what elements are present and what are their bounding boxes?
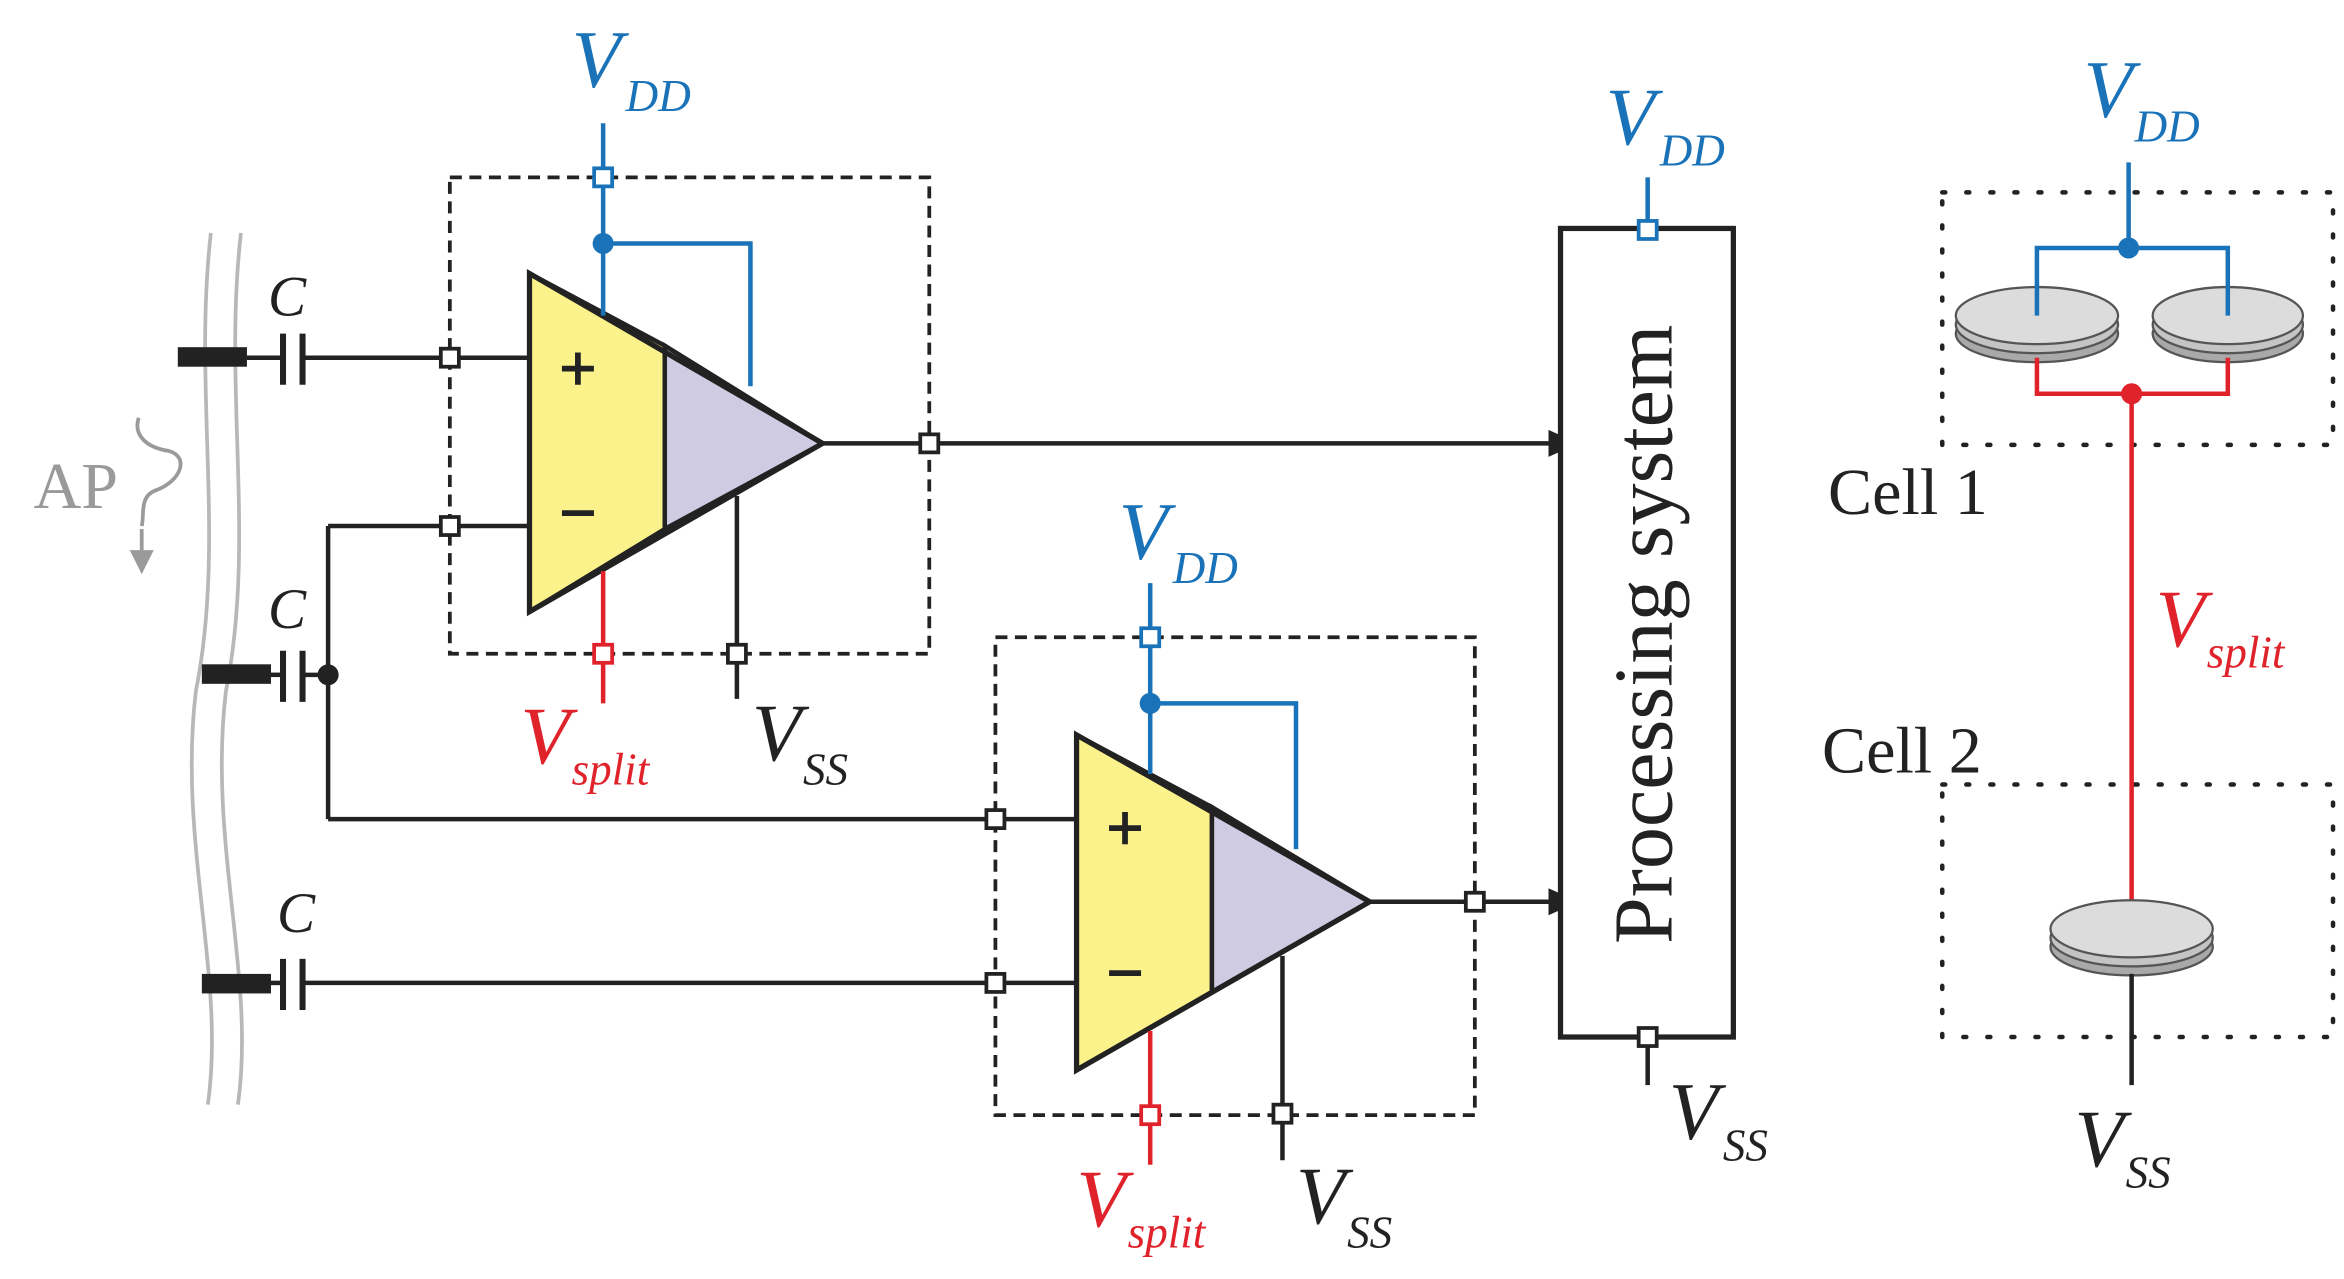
amp1-vsplit-label: V split xyxy=(520,691,650,794)
amp2-vdd-dot xyxy=(1139,692,1161,714)
cell2-region xyxy=(1940,782,2336,1040)
amp1-output-stage xyxy=(662,341,828,533)
cap3-label: C xyxy=(277,882,316,945)
action-potential-arrow xyxy=(135,417,183,560)
amp1-out-terminal xyxy=(918,432,941,455)
amp1-vdd-dot xyxy=(592,232,614,254)
cap2-junction-dot xyxy=(317,664,339,686)
cell-vsplit-dot xyxy=(2121,383,2143,405)
amp2-outline xyxy=(1073,730,1375,1075)
cell1-region xyxy=(1940,190,2336,448)
signal-wires xyxy=(302,355,1650,1161)
amp2-plus-terminal xyxy=(984,808,1007,830)
processing-system-box xyxy=(1557,225,1736,1040)
battery-bottom xyxy=(2049,899,2214,977)
amp1-vdd-label: V DD xyxy=(572,15,691,121)
amp1-vdd-terminal xyxy=(592,166,615,189)
electrode-1 xyxy=(177,347,247,367)
cap2-label: C xyxy=(268,578,307,641)
amp1-vsplit-terminal xyxy=(592,642,615,665)
amp2-minus: − xyxy=(1104,942,1147,1002)
amp1-plus-terminal xyxy=(438,346,461,369)
amp1-outline xyxy=(526,268,828,617)
amp2-vsplit-terminal xyxy=(1139,1104,1162,1127)
electrode-2 xyxy=(201,664,271,684)
cap1-label: C xyxy=(268,266,307,329)
processing-system-label: Processing system xyxy=(1598,325,1691,944)
amp2-vdd-label: V DD xyxy=(1119,487,1238,593)
amp2-vsplit-label: V split xyxy=(1077,1154,1207,1257)
cell2-label: Cell 2 xyxy=(1822,715,1982,788)
ap-label: AP xyxy=(34,450,119,523)
amp2-output-stage xyxy=(1209,803,1375,996)
processing-vdd-label: V DD xyxy=(1606,72,1725,175)
cell-vdd-label: V DD xyxy=(2084,45,2200,151)
processing-vss-terminal xyxy=(1636,1026,1659,1048)
amp2-plus: + xyxy=(1104,798,1147,858)
amp1-minus-terminal xyxy=(438,515,461,537)
amp1-plus: + xyxy=(557,338,600,398)
cell-vdd-dot xyxy=(2118,237,2140,259)
cell-vsplit-label: V split xyxy=(2156,574,2286,677)
amp2-out-terminal xyxy=(1463,890,1486,913)
amp1-vss-terminal xyxy=(726,642,748,665)
cell-vss-label: V SS xyxy=(2075,1094,2171,1197)
battery-terminal-stubs xyxy=(2034,285,2231,316)
electrode-3 xyxy=(201,973,271,994)
amp1-vdd-wire xyxy=(600,123,753,387)
amp2-vdd-wire xyxy=(1147,583,1299,850)
amp1-minus: − xyxy=(557,482,600,542)
ap-arrow-head xyxy=(129,550,154,575)
amp2-input-stage xyxy=(1074,731,1215,1074)
processing-vss-label: V SS xyxy=(1669,1067,1768,1170)
processing-vdd-terminal xyxy=(1636,219,1659,241)
cell1-label: Cell 1 xyxy=(1828,456,1988,529)
amp2-enclosure xyxy=(993,635,1477,1118)
amp1-input-stage xyxy=(527,269,668,616)
amp2-vss-terminal xyxy=(1271,1102,1294,1125)
amp2-vdd-terminal xyxy=(1139,626,1162,649)
amp1-enclosure xyxy=(447,175,932,656)
amp2-vss-label: V SS xyxy=(1296,1151,1392,1257)
amp2-minus-terminal xyxy=(984,972,1007,994)
amp1-vss-label: V SS xyxy=(752,688,848,794)
